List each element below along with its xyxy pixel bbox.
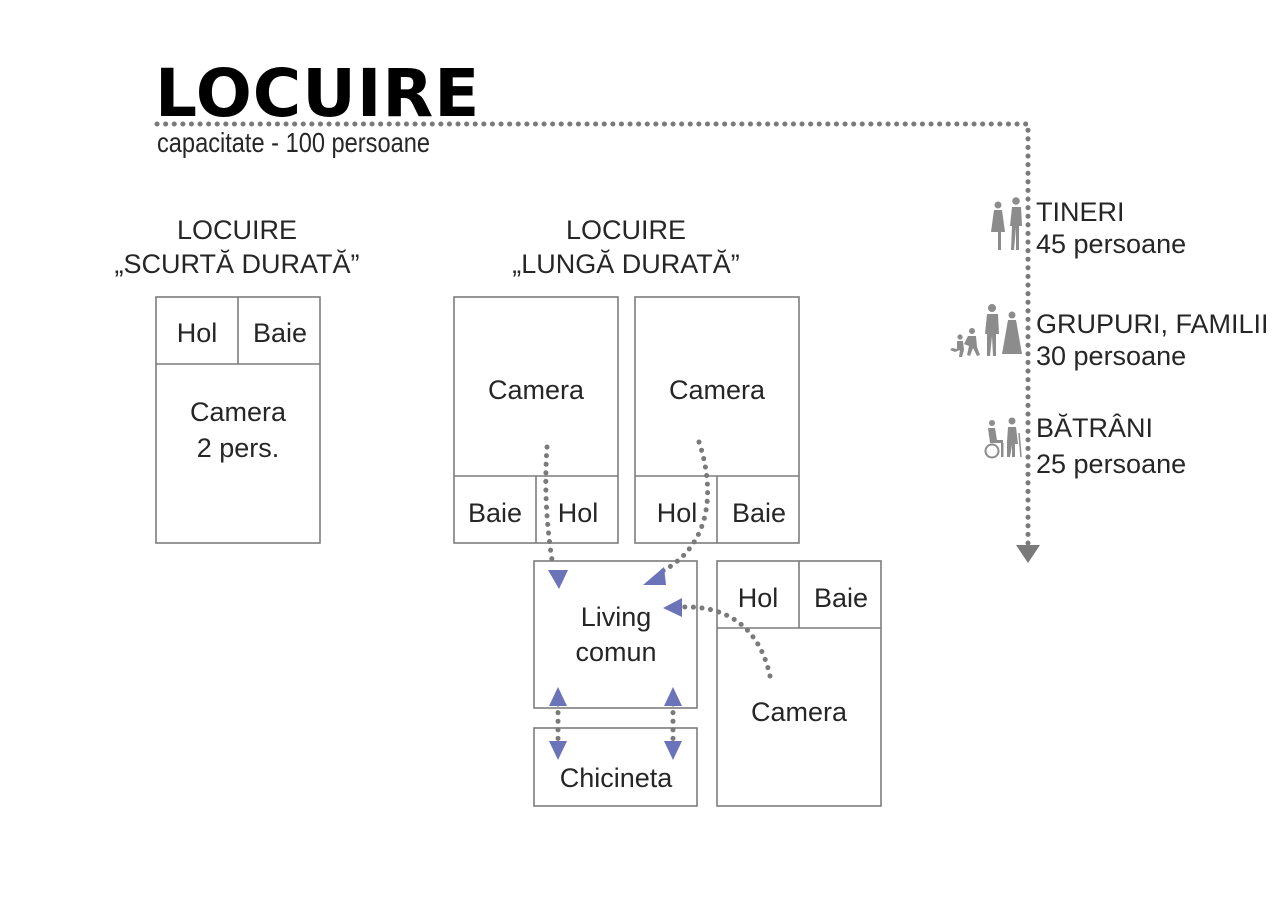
living-outline	[533, 560, 698, 709]
long-stay-unit-left: Camera Baie Hol	[453, 296, 619, 544]
group-familii-count: 30 persoane	[1036, 341, 1186, 371]
arrow-up-icon	[549, 687, 567, 706]
unit-right-camera-label: Camera	[751, 697, 848, 727]
path-right-camera-to-living	[681, 604, 773, 679]
family-icon	[950, 304, 1022, 357]
living-label-line1: Living	[581, 602, 652, 632]
capacity-dotted-line	[154, 121, 1031, 548]
short-stay-capacity-label: 2 pers.	[197, 433, 280, 463]
elderly-icon	[984, 417, 1022, 459]
living-comun-room: Living comun	[533, 560, 698, 709]
arrow-down-icon	[548, 570, 568, 589]
group-tineri-name: TINERI	[1036, 197, 1125, 227]
short-stay-heading-line1: LOCUIRE	[177, 215, 297, 245]
arrow-up-icon	[664, 687, 682, 706]
unit-middle-baie-label: Baie	[732, 498, 786, 528]
short-stay-camera-label: Camera	[190, 397, 287, 427]
arrow-down-left-icon	[643, 567, 666, 585]
capacity-subtitle: capacitate - 100 persoane	[157, 127, 430, 158]
short-stay-hol-label: Hol	[177, 318, 218, 348]
unit-left-hol-label: Hol	[558, 498, 599, 528]
down-arrow-icon	[1016, 545, 1040, 563]
young-people-icon	[991, 197, 1022, 250]
long-stay-heading-line1: LOCUIRE	[566, 215, 686, 245]
arrow-down-icon	[664, 741, 682, 760]
group-batrani-name: BĂTRÂNI	[1036, 412, 1153, 443]
short-stay-baie-label: Baie	[253, 318, 307, 348]
unit-right-baie-label: Baie	[814, 583, 868, 613]
unit-middle-camera-label: Camera	[669, 375, 766, 405]
long-stay-unit-right: Hol Baie Camera	[716, 560, 882, 807]
long-stay-heading-line2: „LUNGĂ DURATĂ”	[512, 249, 740, 279]
living-label-line2: comun	[575, 637, 656, 667]
long-stay-unit-middle: Camera Hol Baie	[634, 296, 800, 544]
group-familii-name: GRUPURI, FAMILII	[1036, 309, 1269, 339]
unit-right-hol-label: Hol	[738, 583, 779, 613]
arrow-left-icon	[663, 598, 682, 617]
arrow-down-icon	[549, 741, 567, 760]
group-batrani-count: 25 persoane	[1036, 449, 1186, 479]
short-stay-heading-line2: „SCURTĂ DURATĂ”	[114, 249, 359, 279]
unit-left-camera-label: Camera	[488, 375, 585, 405]
group-tineri-count: 45 persoane	[1036, 229, 1186, 259]
unit-left-baie-label: Baie	[468, 498, 522, 528]
chicineta-label: Chicineta	[560, 763, 674, 793]
path-left-camera-to-living	[543, 444, 556, 569]
unit-middle-hol-label: Hol	[657, 498, 698, 528]
page-title: LOCUIRE	[155, 55, 480, 132]
short-stay-unit: Hol Baie Camera 2 pers.	[155, 296, 321, 544]
path-middle-camera-to-living	[658, 439, 711, 575]
